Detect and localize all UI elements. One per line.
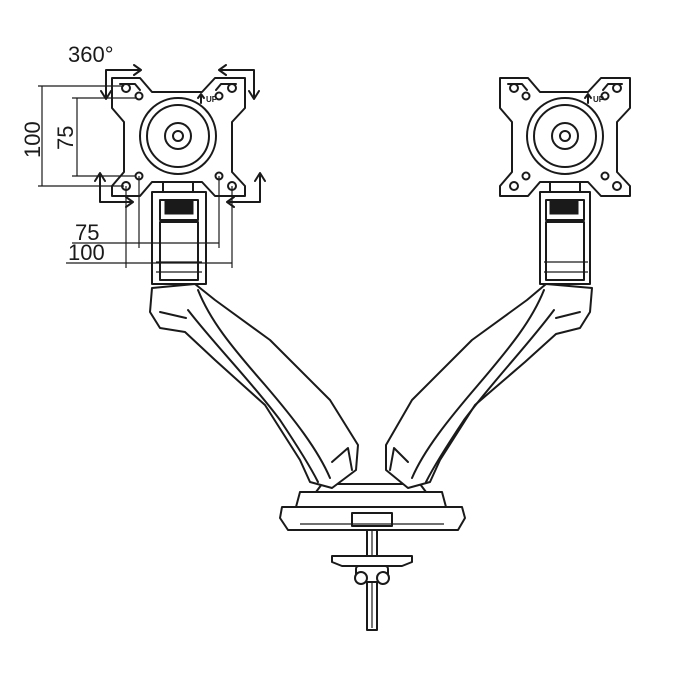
right-vesa-plate (499, 77, 631, 197)
dimension-lines (38, 85, 233, 268)
vesa-width-100-label: 100 (68, 240, 105, 265)
vesa-height-75-label: 75 (53, 126, 78, 150)
base-mount (279, 483, 466, 531)
vesa-height-100-label: 100 (20, 121, 45, 158)
rotation-label: 360° (68, 42, 114, 67)
vesa-width-75-label: 75 (75, 220, 99, 245)
left-tilt-joint (151, 179, 207, 285)
up-marker-right: UP (593, 95, 605, 104)
left-arm (149, 283, 359, 489)
up-marker-left: UP (206, 95, 218, 104)
left-vesa-plate (111, 77, 246, 197)
desk-clamp (331, 511, 413, 631)
right-arm (385, 283, 593, 489)
right-tilt-joint (539, 179, 591, 285)
rotation-arrows (94, 64, 266, 208)
